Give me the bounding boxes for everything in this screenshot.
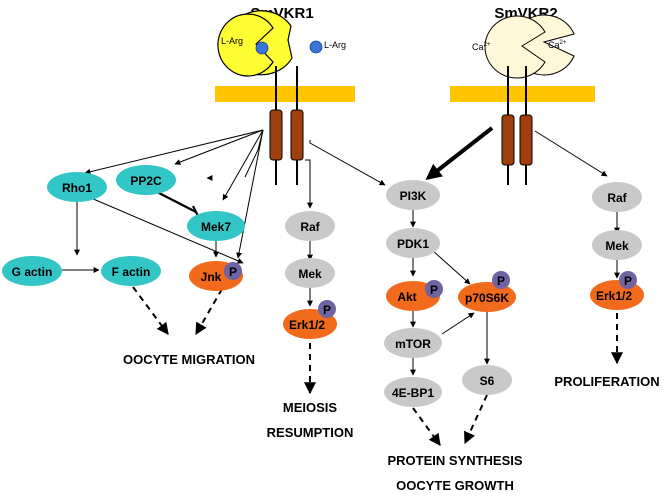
node-mek1 xyxy=(285,258,335,288)
phospho-erk1 xyxy=(318,300,336,318)
node-mek2-label: Mek xyxy=(605,239,629,253)
node-f-actin xyxy=(101,256,161,286)
node-erk2-label: Erk1/2 xyxy=(596,289,632,303)
node-pi3k-label: PI3K xyxy=(400,189,427,203)
node-pdk1 xyxy=(386,228,440,258)
node-raf1-label: Raf xyxy=(300,220,320,234)
node-s6 xyxy=(462,365,512,395)
outcome-labels: OOCYTE MIGRATION MEIOSIS RESUMPTION PROT… xyxy=(123,352,660,493)
orange-nodes: Jnk Erk1/2 Akt p70S6K Erk1/2 xyxy=(189,261,644,339)
membrane-vkr1 xyxy=(215,86,355,102)
phospho-erk2-label: P xyxy=(624,274,632,288)
phospho-akt xyxy=(425,280,443,298)
node-p70s6k xyxy=(458,282,516,312)
synthesis-dashed-arrows xyxy=(412,394,488,446)
vkr2-tm-right xyxy=(519,114,533,166)
vkr2-pacman-left xyxy=(484,15,546,79)
node-pi3k xyxy=(386,180,440,210)
node-akt-label: Akt xyxy=(397,290,416,304)
phospho-badges: P P P P P xyxy=(224,262,637,318)
teal-nodes: Rho1 PP2C Mek7 G actin F actin xyxy=(2,165,245,286)
node-4e-bp1-label: 4E-BP1 xyxy=(392,386,434,400)
vkr1-tm-left xyxy=(269,109,283,161)
vkr1-tm-right xyxy=(290,109,304,161)
l-arg-ligand-left xyxy=(255,41,269,55)
node-pp2c xyxy=(116,165,176,195)
vkr1-signal-arrows xyxy=(84,129,386,259)
migration-dashed-arrows xyxy=(132,286,223,336)
ca-label-right: Ca2+ xyxy=(548,40,567,50)
phospho-jnk xyxy=(224,262,242,280)
vkr2-ligand-domain: Ca2+ Ca2+ xyxy=(472,14,575,79)
node-mtor-label: mTOR xyxy=(395,337,431,351)
receptor-stalks xyxy=(275,66,527,185)
l-arg-label-right: L-Arg xyxy=(324,40,346,50)
vkr1-ligand-domain: L-Arg L-Arg xyxy=(217,10,346,77)
vkr2-to-raf-arrow xyxy=(534,130,608,177)
node-g-actin xyxy=(2,256,62,286)
node-mek2 xyxy=(592,230,642,260)
node-rho1 xyxy=(47,172,107,202)
node-mek1-label: Mek xyxy=(298,267,322,281)
node-s6-label: S6 xyxy=(480,374,495,388)
phospho-jnk-label: P xyxy=(229,265,237,279)
node-pp2c-label: PP2C xyxy=(130,174,162,188)
phospho-erk1-label: P xyxy=(323,303,331,317)
vkr2-tm-left xyxy=(501,114,515,166)
node-p70s6k-label: p70S6K xyxy=(465,291,509,305)
membrane-vkr2 xyxy=(450,86,595,102)
phospho-erk2 xyxy=(619,271,637,289)
node-f-actin-label: F actin xyxy=(112,265,151,279)
outcome-oocyte-growth: OOCYTE GROWTH xyxy=(396,478,514,493)
node-rho1-label: Rho1 xyxy=(62,181,92,195)
outcome-proliferation: PROLIFERATION xyxy=(554,374,659,389)
vkr2-to-pi3k-arrow xyxy=(425,126,494,180)
node-mtor xyxy=(384,328,442,358)
ca-label-left: Ca2+ xyxy=(472,42,491,52)
grey-nodes: Raf Mek PI3K PDK1 mTOR S6 4E-BP1 Raf Mek xyxy=(285,180,642,407)
l-arg-ligand-right xyxy=(309,40,323,54)
phospho-p70s6k-label: P xyxy=(497,274,505,288)
node-raf2-label: Raf xyxy=(607,191,627,205)
node-4e-bp1 xyxy=(384,377,442,407)
outcome-protein-synthesis: PROTEIN SYNTHESIS xyxy=(387,453,522,468)
node-pdk1-label: PDK1 xyxy=(397,237,429,251)
phospho-akt-label: P xyxy=(430,283,438,297)
node-mek7 xyxy=(187,211,245,241)
vkr1-pacman-left xyxy=(217,13,274,77)
pp2c-inhibits-mek7 xyxy=(156,191,197,213)
node-erk1-label: Erk1/2 xyxy=(289,318,325,332)
node-mek7-label: Mek7 xyxy=(201,220,231,234)
phospho-p70s6k xyxy=(492,271,510,289)
outcome-oocyte-migration: OOCYTE MIGRATION xyxy=(123,352,255,367)
node-raf2 xyxy=(592,182,642,212)
l-arg-label-left: L-Arg xyxy=(221,36,243,46)
node-jnk-label: Jnk xyxy=(201,270,222,284)
node-raf1 xyxy=(285,211,335,241)
growth-cluster-arrows xyxy=(410,209,490,376)
outcome-resumption: RESUMPTION xyxy=(267,425,354,440)
node-g-actin-label: G actin xyxy=(12,265,53,279)
outcome-meiosis: MEIOSIS xyxy=(283,400,338,415)
transmembrane-domains xyxy=(269,109,533,166)
